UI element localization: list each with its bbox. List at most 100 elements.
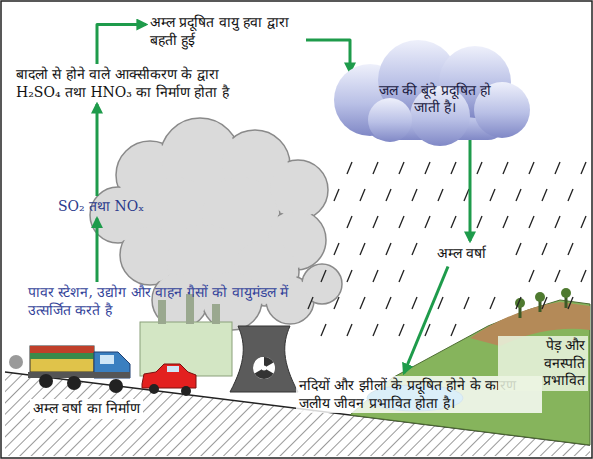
rain-part bbox=[360, 243, 365, 255]
rain-part bbox=[334, 243, 339, 255]
rain-part bbox=[555, 270, 560, 282]
rain-part bbox=[334, 189, 339, 201]
smoke-part bbox=[270, 162, 326, 218]
hill-part bbox=[561, 288, 571, 298]
rain-part bbox=[412, 189, 417, 201]
hill-part bbox=[350, 300, 590, 445]
rain-part bbox=[412, 243, 417, 255]
flow-arrow bbox=[97, 25, 146, 65]
truck bbox=[9, 346, 130, 393]
rain-part bbox=[347, 270, 352, 282]
car-part bbox=[149, 384, 159, 394]
rain-part bbox=[373, 162, 378, 174]
car bbox=[142, 364, 196, 396]
rain-part bbox=[477, 162, 482, 174]
node-text: जल की बूंदे प्रदूषित हो जाती है। bbox=[374, 82, 496, 117]
rain-part bbox=[451, 162, 456, 174]
node-text: अम्ल प्रदूषित वायु हवा द्वारा बहती हुई bbox=[150, 14, 302, 49]
cooling-tower-part bbox=[230, 326, 298, 392]
rain-part bbox=[399, 270, 404, 282]
rain-part bbox=[581, 162, 586, 174]
rain-part bbox=[464, 297, 469, 309]
flow-arrow bbox=[96, 219, 99, 283]
rain-part bbox=[334, 297, 339, 309]
hill-part bbox=[535, 292, 545, 302]
rain-part bbox=[347, 162, 352, 174]
factory-part bbox=[158, 300, 166, 324]
truck-part bbox=[109, 379, 123, 393]
rain-part bbox=[451, 324, 456, 336]
car-part bbox=[181, 386, 191, 396]
flow-arrow bbox=[96, 104, 99, 196]
rain-part bbox=[321, 324, 326, 336]
rain-part bbox=[581, 216, 586, 228]
truck-part bbox=[30, 346, 94, 353]
truck-part bbox=[9, 355, 23, 369]
rain-part bbox=[464, 189, 469, 201]
rain-part bbox=[568, 243, 573, 255]
factory-part bbox=[212, 304, 220, 324]
rain-part bbox=[529, 216, 534, 228]
truck-part bbox=[39, 374, 53, 388]
rain-part bbox=[373, 270, 378, 282]
rain-part bbox=[425, 162, 430, 174]
source-note: पावर स्टेशन, उद्योग और वाहन गैसों को वाय… bbox=[28, 284, 292, 319]
rain-label: अम्ल वर्षा bbox=[434, 244, 489, 264]
rain-part bbox=[386, 297, 391, 309]
rain-part bbox=[516, 243, 521, 255]
rain-part bbox=[347, 216, 352, 228]
rain-part bbox=[568, 189, 573, 201]
car-part bbox=[167, 366, 179, 372]
rain-part bbox=[542, 297, 547, 309]
rain-part bbox=[425, 324, 430, 336]
node-text: अम्ल वर्षा bbox=[437, 245, 486, 263]
rain-part bbox=[399, 324, 404, 336]
rain-part bbox=[308, 297, 313, 309]
cloud-node: जल की बूंदे प्रदूषित हो जाती है। bbox=[330, 38, 530, 150]
rain-part bbox=[477, 216, 482, 228]
rain-part bbox=[516, 297, 521, 309]
rain-part bbox=[386, 243, 391, 255]
rain-part bbox=[451, 216, 456, 228]
truck-part bbox=[30, 346, 94, 372]
rain-part bbox=[360, 189, 365, 201]
rain-part bbox=[490, 189, 495, 201]
cooling-tower-part bbox=[253, 357, 275, 379]
process-note: बादलो से होने वाले आक्सीकरण के द्वारा H₂… bbox=[16, 66, 250, 101]
rain-part bbox=[373, 216, 378, 228]
cloud-shape-part bbox=[368, 98, 412, 142]
factory bbox=[140, 294, 232, 376]
rain-part bbox=[555, 162, 560, 174]
rain bbox=[308, 162, 586, 336]
flow-arrow bbox=[306, 40, 350, 72]
truck-part bbox=[67, 376, 81, 390]
cooling-tower-part bbox=[262, 366, 267, 371]
process-note: अम्ल प्रदूषित वायु हवा द्वारा बहती हुई bbox=[150, 14, 302, 49]
figure-caption: अम्ल वर्षा का निर्माण bbox=[30, 399, 143, 419]
rain-part bbox=[516, 189, 521, 201]
truck-part bbox=[30, 353, 94, 359]
rain-part bbox=[438, 297, 443, 309]
rain-part bbox=[503, 162, 508, 174]
rain-part bbox=[399, 216, 404, 228]
rain-part bbox=[399, 162, 404, 174]
rain-part bbox=[386, 189, 391, 201]
hill bbox=[350, 288, 590, 445]
cooling-tower bbox=[230, 326, 298, 392]
car-part bbox=[142, 364, 196, 388]
truck-part bbox=[100, 355, 114, 364]
rain-part bbox=[568, 297, 573, 309]
rain-part bbox=[503, 216, 508, 228]
rain-part bbox=[555, 216, 560, 228]
flow-arrow bbox=[404, 267, 448, 374]
rain-part bbox=[542, 243, 547, 255]
rain-part bbox=[360, 297, 365, 309]
node-text: बादलो से होने वाले आक्सीकरण के द्वारा H₂… bbox=[16, 66, 250, 101]
node-text: SO₂ तथा NOₓ bbox=[58, 198, 144, 216]
rain-part bbox=[347, 324, 352, 336]
rain-part bbox=[529, 270, 534, 282]
hill-part bbox=[515, 298, 525, 308]
effect-label: पेड़ और वनस्पति प्रभावित bbox=[498, 336, 588, 391]
